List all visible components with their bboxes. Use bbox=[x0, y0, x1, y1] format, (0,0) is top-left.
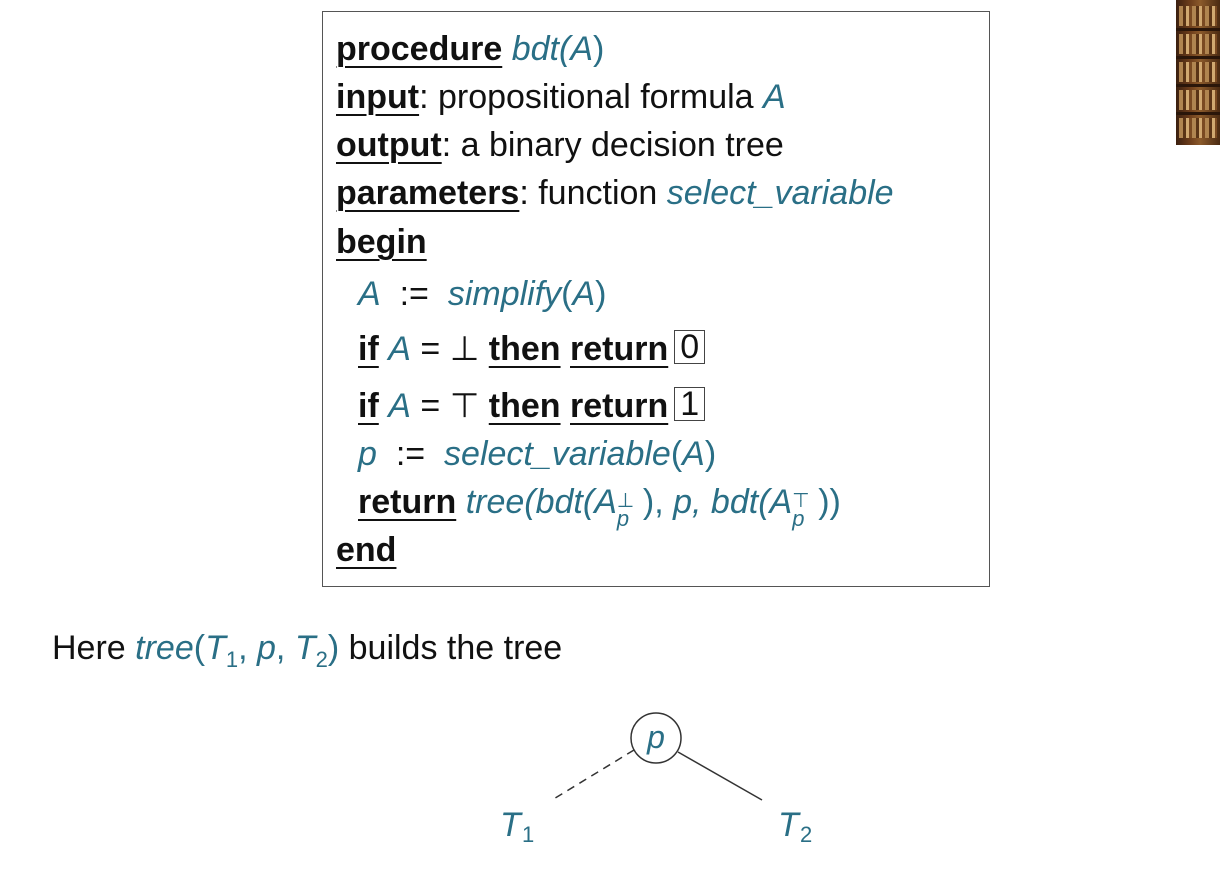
tree-sup2: ⊤ bbox=[792, 490, 810, 512]
simplify-open: ( bbox=[561, 275, 573, 313]
bookshelf-row bbox=[1179, 118, 1217, 138]
tree-right-sub: 2 bbox=[800, 822, 812, 847]
tree-diagram: p T 1 T 2 bbox=[500, 712, 812, 847]
caption-t1-sub: 1 bbox=[225, 647, 239, 672]
bookshelf-shelf bbox=[1176, 28, 1220, 31]
tree-supsub-1: ⊥p bbox=[617, 490, 643, 531]
caption-comma2: , bbox=[275, 629, 295, 667]
tree-a1: A bbox=[594, 483, 617, 521]
tree-sub1: p bbox=[616, 506, 630, 531]
bookshelf-shelf bbox=[1176, 84, 1220, 87]
keyword-end: end bbox=[336, 531, 397, 569]
keyword-then: then bbox=[488, 330, 561, 368]
simplify-close: ) bbox=[595, 275, 607, 313]
keyword-procedure: procedure bbox=[336, 30, 503, 68]
tree-high-edge bbox=[677, 751, 763, 801]
select-line: p := select_variable(A) bbox=[358, 434, 716, 474]
tree-part1: (bdt( bbox=[524, 483, 595, 521]
keyword-begin: begin bbox=[336, 223, 427, 261]
webcam-thumbnail bbox=[1176, 0, 1220, 145]
leaf-zero-box: 0 bbox=[674, 330, 706, 364]
begin-line: begin bbox=[336, 222, 427, 262]
keyword-parameters: parameters bbox=[336, 174, 520, 212]
input-line: input: propositional formula A bbox=[336, 77, 786, 117]
select-close: ) bbox=[704, 435, 717, 473]
caption-fn: tree bbox=[135, 629, 194, 667]
caption-open: ( bbox=[193, 629, 206, 667]
bookshelf-row bbox=[1179, 90, 1217, 110]
tree-part2: ), bbox=[642, 483, 674, 521]
simplify-arg: A bbox=[572, 275, 596, 313]
bookshelf-row bbox=[1179, 6, 1217, 26]
select-fn: select_variable bbox=[444, 435, 671, 473]
return-tree-line: return tree(bdt(A⊥p), p, bdt(A⊤p)) bbox=[358, 482, 841, 531]
keyword-then: then bbox=[488, 387, 561, 425]
caption-t2-sub: 2 bbox=[315, 647, 328, 672]
parameters-line: parameters: function select_variable bbox=[336, 173, 894, 213]
tree-sup1: ⊥ bbox=[616, 490, 635, 512]
tree-part3: , bdt( bbox=[692, 483, 770, 521]
select-assign: := bbox=[395, 435, 426, 473]
output-line: output: a binary decision tree bbox=[336, 125, 784, 165]
keyword-if: if bbox=[358, 330, 379, 368]
if-bottom-eq: = bbox=[420, 330, 441, 368]
if-top-var: A bbox=[388, 387, 411, 425]
caption-suffix: builds the tree bbox=[339, 629, 563, 667]
algorithm-box: procedure bdt(A) input: propositional fo… bbox=[322, 11, 990, 587]
tree-fn: tree bbox=[465, 483, 525, 521]
tree-mid: p bbox=[673, 483, 693, 521]
bookshelf-shelf bbox=[1176, 112, 1220, 115]
caption-p: p bbox=[257, 629, 276, 667]
procedure-arg: A bbox=[570, 30, 593, 68]
bookshelf-shelf bbox=[1176, 56, 1220, 59]
procedure-name: bdt( bbox=[511, 30, 571, 68]
simplify-var: A bbox=[358, 275, 381, 313]
keyword-return: return bbox=[570, 330, 669, 368]
if-bottom-const: ⊥ bbox=[449, 330, 480, 368]
caption-t1: T bbox=[205, 629, 226, 667]
if-bottom-var: A bbox=[388, 330, 411, 368]
tree-low-edge bbox=[551, 749, 635, 801]
tree-a2: A bbox=[769, 483, 793, 521]
parameters-text: : function bbox=[519, 174, 667, 212]
keyword-output: output bbox=[336, 126, 442, 164]
tree-root-node bbox=[630, 712, 682, 764]
bookshelf-row bbox=[1179, 34, 1217, 54]
simplify-line: A := simplify(A) bbox=[358, 274, 607, 314]
simplify-fn: simplify bbox=[447, 275, 562, 313]
caption-text: Here tree(T1, p, T2) builds the tree bbox=[52, 628, 562, 680]
keyword-return: return bbox=[358, 483, 457, 521]
tree-part4: )) bbox=[818, 483, 841, 521]
tree-left-sub: 1 bbox=[522, 822, 534, 847]
input-var: A bbox=[763, 78, 786, 116]
tree-sub2: p bbox=[792, 506, 805, 531]
caption-t2: T bbox=[294, 629, 316, 667]
keyword-if: if bbox=[358, 387, 379, 425]
select-open: ( bbox=[670, 435, 683, 473]
end-line: end bbox=[336, 530, 396, 570]
procedure-line: procedure bdt(A) bbox=[336, 29, 604, 69]
tree-root-label: p bbox=[646, 719, 665, 755]
caption-close: ) bbox=[327, 629, 340, 667]
parameters-fn: select_variable bbox=[666, 174, 894, 212]
select-arg: A bbox=[682, 435, 705, 473]
bookshelf-row bbox=[1179, 62, 1217, 82]
tree-right-label: T bbox=[778, 806, 801, 844]
if-top-eq: = bbox=[420, 387, 441, 425]
tree-left-label: T bbox=[500, 806, 523, 844]
simplify-assign: := bbox=[399, 275, 429, 313]
caption-prefix: Here bbox=[52, 629, 136, 667]
leaf-one-box: 1 bbox=[674, 387, 706, 421]
procedure-close: ) bbox=[593, 30, 605, 68]
tree-supsub-2: ⊤p bbox=[792, 490, 818, 531]
select-var: p bbox=[358, 435, 377, 473]
if-top-const: ⊤ bbox=[449, 387, 480, 425]
keyword-return: return bbox=[570, 387, 669, 425]
caption-comma1: , bbox=[238, 629, 257, 667]
keyword-input: input bbox=[336, 78, 420, 116]
output-text: : a binary decision tree bbox=[441, 126, 784, 164]
input-text: : propositional formula bbox=[419, 78, 764, 116]
